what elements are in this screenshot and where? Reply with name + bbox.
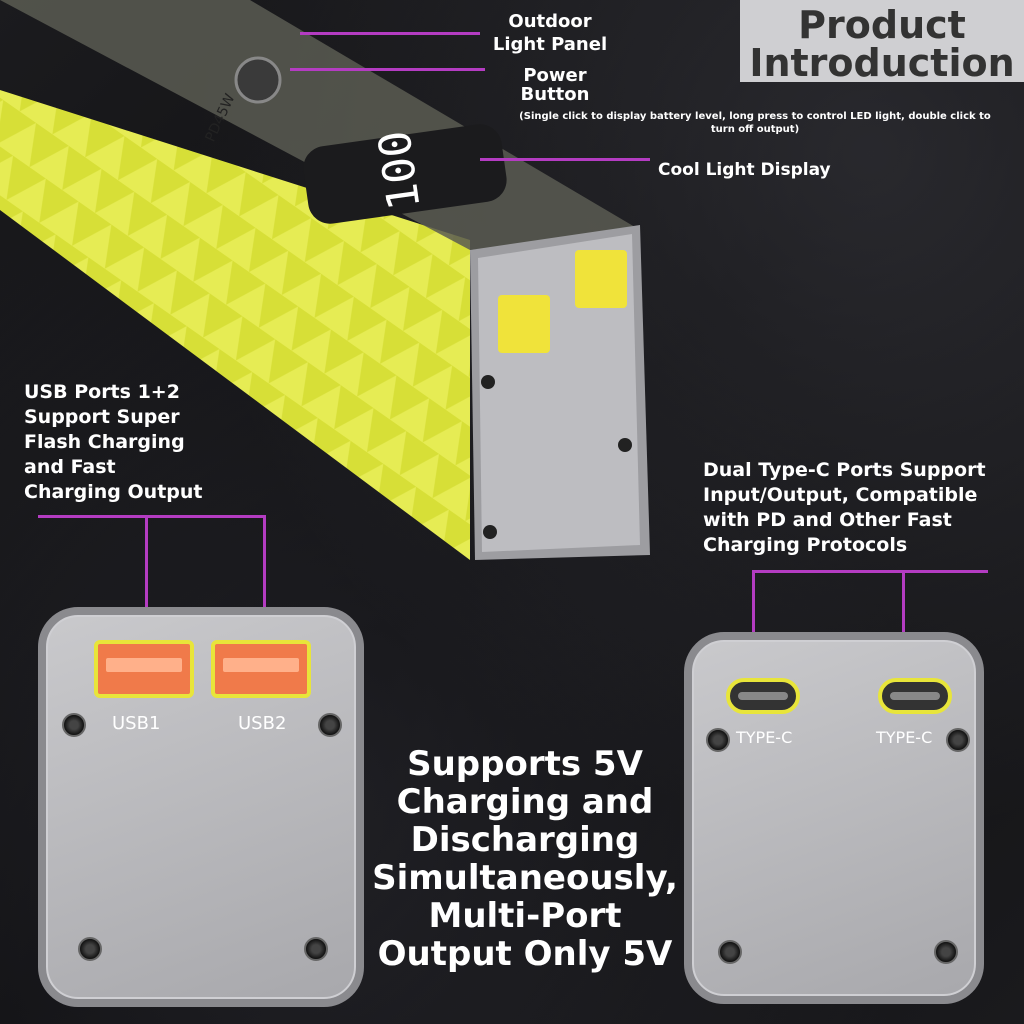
- typec-pointer-horizontal: [752, 570, 988, 573]
- outdoor-light-label: Outdoor Light Panel: [492, 11, 608, 55]
- power-button-note: (Single click to display battery level, …: [519, 111, 991, 135]
- display-digits: 100: [369, 127, 431, 213]
- typec-port-panel: TYPE-C TYPE-C: [684, 632, 984, 1004]
- cool-light-pointer: [480, 158, 650, 161]
- usb1-label: USB1: [112, 713, 161, 734]
- page-title: Product Introduction: [740, 0, 1024, 82]
- screw-icon: [62, 713, 86, 737]
- screw-icon: [706, 728, 730, 752]
- typec2-pointer: [902, 570, 905, 670]
- power-button-label: Power Button: [520, 65, 590, 105]
- typec1-port: [726, 678, 800, 714]
- power-bank-illustration: 100: [0, 0, 650, 560]
- center-statement: Supports 5V Charging and Discharging Sim…: [372, 744, 678, 974]
- typec2-label: TYPE-C: [876, 728, 933, 747]
- usb1-port: [94, 640, 194, 698]
- usb1-pointer: [145, 515, 148, 617]
- typec2-port: [878, 678, 952, 714]
- title-line-2: Introduction: [749, 41, 1015, 85]
- cool-light-label: Cool Light Display: [658, 160, 831, 180]
- usb2-port: [211, 640, 311, 698]
- usb2-label: USB2: [238, 713, 287, 734]
- usb2-pointer: [263, 515, 266, 617]
- screw-icon: [318, 713, 342, 737]
- typec-callout: Dual Type-C Ports Support Input/Output, …: [703, 459, 986, 556]
- usb-pointer-horizontal: [38, 515, 266, 518]
- screw-icon: [934, 940, 958, 964]
- title-line-1: Product: [798, 3, 966, 47]
- typec1-label: TYPE-C: [736, 728, 793, 747]
- typec1-pointer: [752, 570, 755, 670]
- usb-ports-callout: USB Ports 1+2 Support Super Flash Chargi…: [24, 381, 203, 503]
- outdoor-light-pointer: [300, 32, 480, 35]
- screw-icon: [304, 937, 328, 961]
- screw-icon: [78, 937, 102, 961]
- screw-icon: [718, 940, 742, 964]
- screw-icon: [946, 728, 970, 752]
- power-button-pointer: [290, 68, 485, 71]
- usb-port-panel: USB1 USB2: [38, 607, 364, 1007]
